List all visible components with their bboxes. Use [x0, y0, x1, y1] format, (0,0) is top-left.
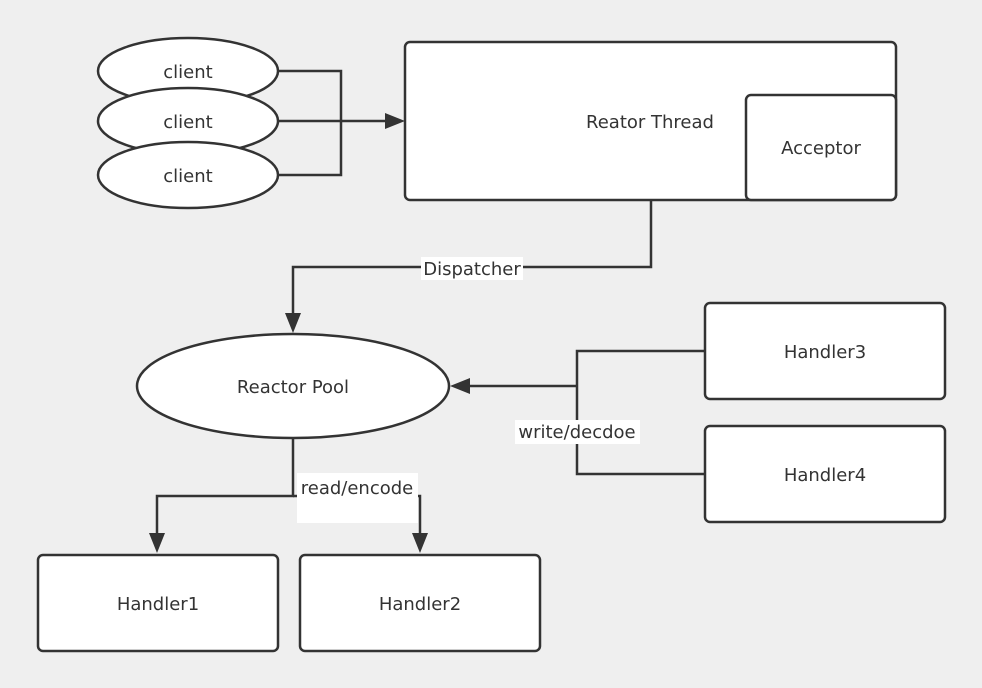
read-encode-label-bg — [297, 473, 418, 523]
handler2-node: Handler2 — [298, 553, 542, 653]
clients-to-reactor-thread-arrowhead — [385, 113, 405, 129]
handler2-label: Handler2 — [379, 594, 461, 615]
handler3-connector — [575, 349, 705, 476]
handler4-node: Handler4 — [703, 424, 947, 524]
handler3-node: Handler3 — [703, 301, 947, 401]
handler1-label: Handler1 — [117, 594, 199, 615]
handler3-label: Handler3 — [784, 342, 866, 363]
reactor-pool-label: Reactor Pool — [237, 377, 349, 398]
write-decode-label: write/decdoe — [518, 422, 635, 443]
handler4-label: Handler4 — [784, 465, 866, 486]
read-encode-arrowhead-handler2 — [412, 533, 428, 553]
client-node-2-label: client — [163, 112, 212, 133]
reactor-pool-node: Reactor Pool — [135, 332, 451, 440]
acceptor-node: Acceptor — [744, 93, 898, 202]
dispatcher-arrowhead — [285, 313, 301, 333]
client-3-connector — [278, 121, 343, 177]
client-node-1: client — [96, 36, 280, 106]
read-encode-arrowhead-handler1 — [149, 533, 165, 553]
client-1-connector — [278, 69, 343, 121]
read-encode-edge — [155, 438, 295, 538]
write-decode-arrowhead — [450, 378, 470, 394]
client-node-3-label: client — [163, 166, 212, 187]
dispatcher-label: Dispatcher — [423, 259, 521, 280]
read-encode-label: read/encode — [301, 478, 414, 499]
client-node-2: client — [96, 86, 280, 156]
acceptor-label: Acceptor — [781, 138, 861, 159]
dispatcher-label-bg — [421, 257, 523, 280]
handler1-node: Handler1 — [36, 553, 280, 653]
reactor-thread-label: Reator Thread — [586, 112, 714, 133]
client-node-1-label: client — [163, 62, 212, 83]
write-decode-label-bg — [515, 420, 640, 444]
client-node-3: client — [96, 140, 280, 210]
